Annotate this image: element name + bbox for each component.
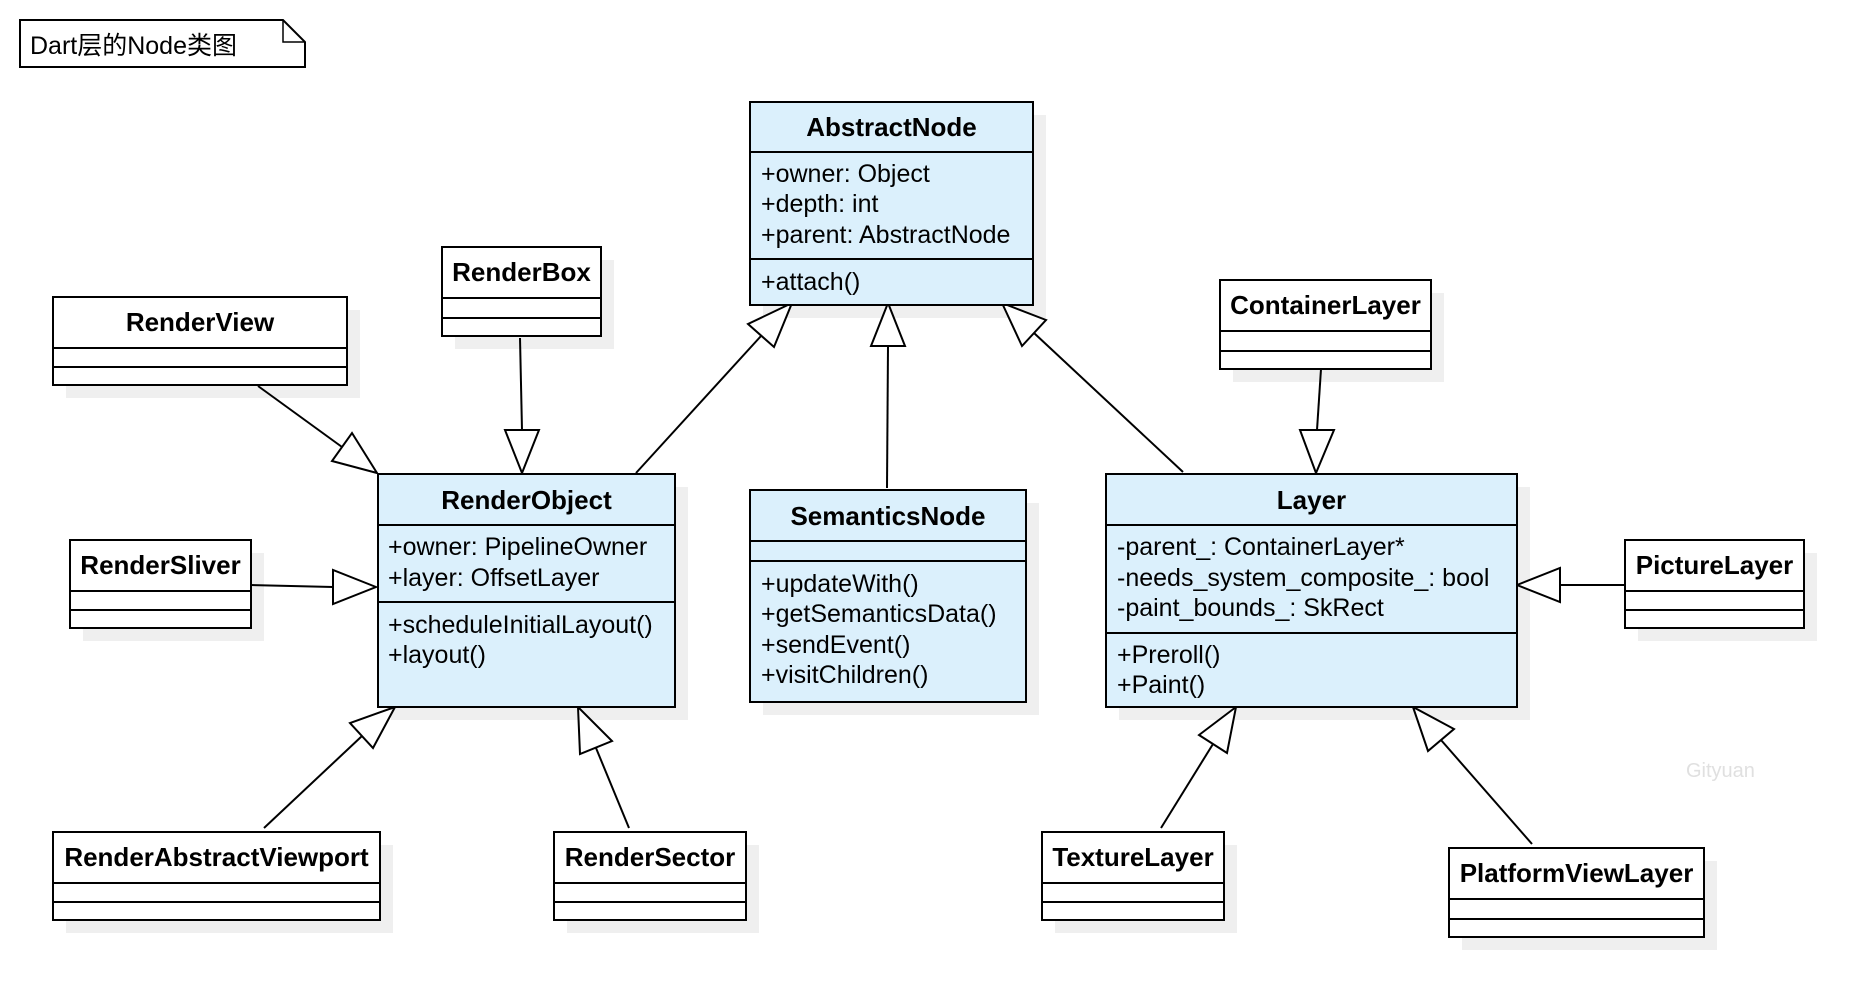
class-attribute: +owner: Object (761, 160, 930, 188)
inheritance-arrowhead (503, 429, 541, 476)
class-semantics-node[interactable]: SemanticsNode +updateWith() +getSemantic… (749, 489, 1027, 703)
class-render-box[interactable]: RenderBox (441, 246, 602, 337)
class-name: RenderSliver (80, 550, 240, 580)
class-render-object[interactable]: RenderObject +owner: PipelineOwner +laye… (377, 473, 676, 708)
class-method: +sendEvent() (761, 631, 910, 659)
inheritance-arrowhead (330, 431, 380, 475)
class-name: RenderAbstractViewport (64, 842, 369, 872)
class-name: SemanticsNode (790, 501, 985, 531)
class-attribute: -needs_system_composite_: bool (1117, 564, 1489, 592)
inheritance-arrowhead (348, 705, 398, 750)
inheritance-arrowhead (1197, 704, 1238, 755)
class-name: PictureLayer (1636, 550, 1794, 580)
inheritance-connectors (249, 300, 1625, 845)
diagram-title-note: Dart层的Node类图 (19, 19, 306, 68)
class-picture-layer[interactable]: PictureLayer (1624, 539, 1805, 629)
inheritance-arrowhead (1298, 429, 1336, 476)
class-attribute: +layer: OffsetLayer (388, 564, 599, 592)
inheritance-arrowhead (746, 300, 794, 349)
class-attribute: -paint_bounds_: SkRect (1117, 594, 1384, 622)
class-method: +getSemanticsData() (761, 600, 997, 628)
class-method: +visitChildren() (761, 661, 928, 689)
class-container-layer[interactable]: ContainerLayer (1219, 279, 1432, 370)
class-render-abstract-viewport[interactable]: RenderAbstractViewport (52, 831, 381, 921)
class-name: RenderView (126, 307, 275, 337)
inheritance-arrowhead (1514, 566, 1561, 604)
class-name: PlatformViewLayer (1460, 858, 1694, 888)
class-platform-view-layer[interactable]: PlatformViewLayer (1448, 847, 1705, 938)
class-name: Layer (1277, 485, 1346, 515)
class-attribute: +depth: int (761, 190, 879, 218)
class-name: RenderBox (452, 257, 591, 287)
class-attribute: +parent: AbstractNode (761, 221, 1010, 249)
class-method: +scheduleInitialLayout() (388, 611, 653, 639)
class-name: ContainerLayer (1230, 290, 1421, 320)
class-method: +attach() (761, 268, 860, 296)
class-attribute: -parent_: ContainerLayer* (1117, 533, 1405, 561)
class-method: +updateWith() (761, 570, 919, 598)
inheritance-arrowhead (576, 704, 614, 756)
inheritance-arrowhead (1000, 301, 1048, 348)
class-layer[interactable]: Layer -parent_: ContainerLayer* -needs_s… (1105, 473, 1518, 708)
class-render-sliver[interactable]: RenderSliver (69, 539, 252, 629)
class-name: RenderObject (441, 485, 612, 515)
inheritance-arrowhead (1411, 704, 1456, 753)
class-render-view[interactable]: RenderView (52, 296, 348, 386)
inheritance-arrowhead (332, 568, 379, 606)
watermark-text: Gityuan (1686, 760, 1755, 782)
inheritance-arrowhead (869, 300, 907, 347)
class-attribute: +owner: PipelineOwner (388, 533, 647, 561)
class-abstract-node[interactable]: AbstractNode +owner: Object +depth: int … (749, 101, 1034, 306)
class-method: +Preroll() (1117, 641, 1221, 669)
class-method: +layout() (388, 641, 486, 669)
class-name: TextureLayer (1052, 842, 1213, 872)
class-texture-layer[interactable]: TextureLayer (1041, 831, 1225, 921)
class-name: RenderSector (565, 842, 736, 872)
class-method: +Paint() (1117, 671, 1205, 699)
class-render-sector[interactable]: RenderSector (553, 831, 747, 921)
class-name: AbstractNode (806, 112, 976, 142)
diagram-title: Dart层的Node类图 (30, 32, 237, 60)
